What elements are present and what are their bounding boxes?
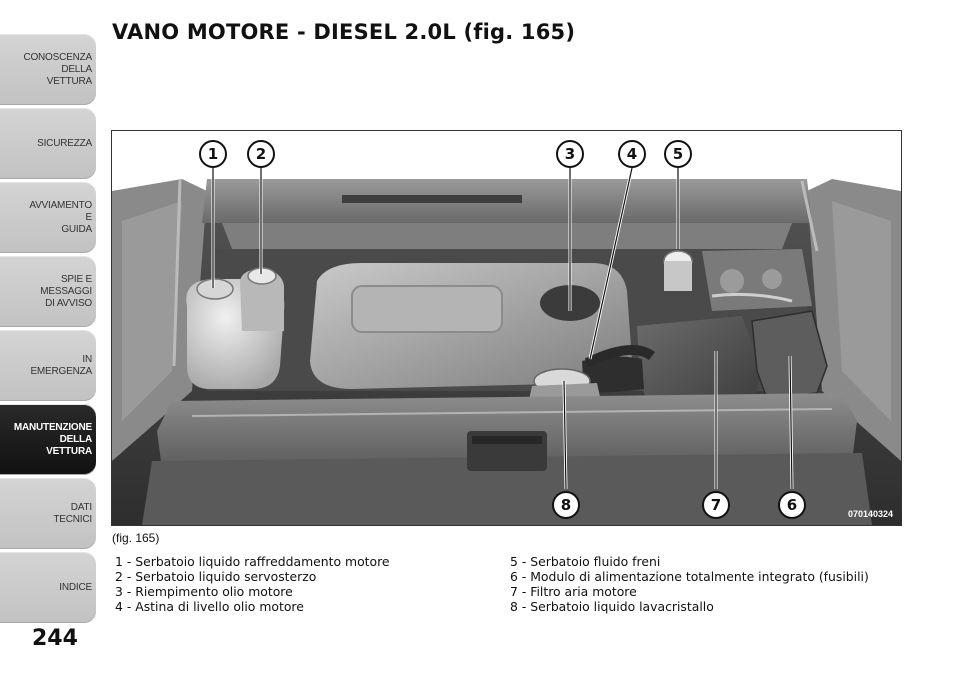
- svg-text:2: 2: [256, 145, 266, 163]
- engine-bay-illustration: 1 2 3 4 5 6 7 8: [112, 131, 901, 525]
- tab-manutenzione-della-vettura[interactable]: MANUTENZIONE DELLA VETTURA: [0, 404, 96, 475]
- legend-left: 1 - Serbatoio liquido raffreddamento mot…: [115, 554, 390, 614]
- tab-conoscenza-della-vettura[interactable]: CONOSCENZA DELLA VETTURA: [0, 34, 96, 105]
- callout-5: 5: [664, 140, 692, 168]
- tab-dati-tecnici[interactable]: DATI TECNICI: [0, 478, 96, 549]
- svg-text:6: 6: [787, 496, 797, 514]
- callout-1: 1: [199, 140, 227, 168]
- legend-item: 4 - Astina di livello olio motore: [115, 599, 304, 614]
- legend-item: 5 - Serbatoio fluido freni: [510, 554, 661, 569]
- tab-indice[interactable]: INDICE: [0, 552, 96, 623]
- page-number: 244: [32, 626, 78, 651]
- svg-text:4: 4: [627, 145, 637, 163]
- tab-avviamento-e-guida[interactable]: AVVIAMENTO E GUIDA: [0, 182, 96, 253]
- legend-item: 1 - Serbatoio liquido raffreddamento mot…: [115, 554, 390, 569]
- leader-lines: [211, 167, 794, 490]
- page-title: VANO MOTORE - DIESEL 2.0L (fig. 165): [112, 20, 576, 44]
- svg-text:1: 1: [208, 145, 218, 163]
- legend-item: 8 - Serbatoio liquido lavacristallo: [510, 599, 714, 614]
- legend-item: 7 - Filtro aria motore: [510, 584, 637, 599]
- chapter-sidebar: CONOSCENZA DELLA VETTURA SICUREZZA AVVIA…: [0, 0, 98, 625]
- engine-bay-figure: 1 2 3 4 5 6 7 8 070140324: [111, 130, 902, 526]
- legend-item: 3 - Riempimento olio motore: [115, 584, 293, 599]
- tab-sicurezza[interactable]: SICUREZZA: [0, 108, 96, 179]
- svg-text:7: 7: [711, 496, 721, 514]
- figure-code: 070140324: [847, 509, 893, 519]
- legend-item: 6 - Modulo di alimentazione totalmente i…: [510, 569, 869, 584]
- callout-8: 8: [552, 491, 580, 519]
- callout-6: 6: [778, 491, 806, 519]
- svg-text:8: 8: [561, 496, 571, 514]
- legend-item: 2 - Serbatoio liquido servosterzo: [115, 569, 317, 584]
- tab-spie-e-messaggi[interactable]: SPIE E MESSAGGI DI AVVISO: [0, 256, 96, 327]
- svg-text:3: 3: [565, 145, 575, 163]
- callout-7: 7: [702, 491, 730, 519]
- callout-4: 4: [618, 140, 646, 168]
- callout-3: 3: [556, 140, 584, 168]
- callout-2: 2: [247, 140, 275, 168]
- legend-right: 5 - Serbatoio fluido freni 6 - Modulo di…: [510, 554, 869, 614]
- svg-text:5: 5: [673, 145, 683, 163]
- tab-in-emergenza[interactable]: IN EMERGENZA: [0, 330, 96, 401]
- figure-caption: (fig. 165): [112, 531, 160, 545]
